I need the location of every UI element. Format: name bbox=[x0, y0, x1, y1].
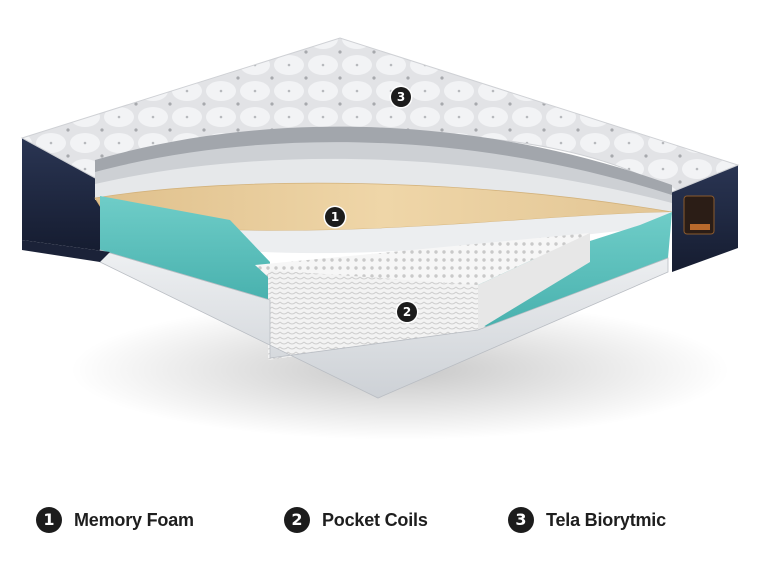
legend-item-pocket-coils: 2 Pocket Coils bbox=[284, 505, 428, 535]
legend-number-1: 1 bbox=[36, 507, 62, 533]
diagram-marker-3: 3 bbox=[391, 87, 411, 107]
legend-label-pocket-coils: Pocket Coils bbox=[322, 509, 428, 530]
layer-legend: 1 Memory Foam 2 Pocket Coils 3 Tela Bior… bbox=[0, 505, 760, 535]
base-foam-layer bbox=[99, 249, 669, 399]
legend-label-tela-biorytmic: Tela Biorytmic bbox=[546, 509, 666, 530]
pocket-coils-side bbox=[478, 233, 590, 330]
diagram-marker-1: 1 bbox=[325, 207, 345, 227]
legend-number-2: 2 bbox=[284, 507, 310, 533]
legend-label-memory-foam: Memory Foam bbox=[74, 509, 194, 530]
diagram-marker-2: 2 bbox=[397, 302, 417, 322]
legend-item-tela-biorytmic: 3 Tela Biorytmic bbox=[508, 505, 666, 535]
legend-number-3: 3 bbox=[508, 507, 534, 533]
bottom-edge bbox=[22, 240, 110, 262]
pocket-coils-top bbox=[255, 233, 590, 288]
support-foam-left bbox=[100, 196, 270, 305]
legend-item-memory-foam: 1 Memory Foam bbox=[36, 505, 194, 535]
